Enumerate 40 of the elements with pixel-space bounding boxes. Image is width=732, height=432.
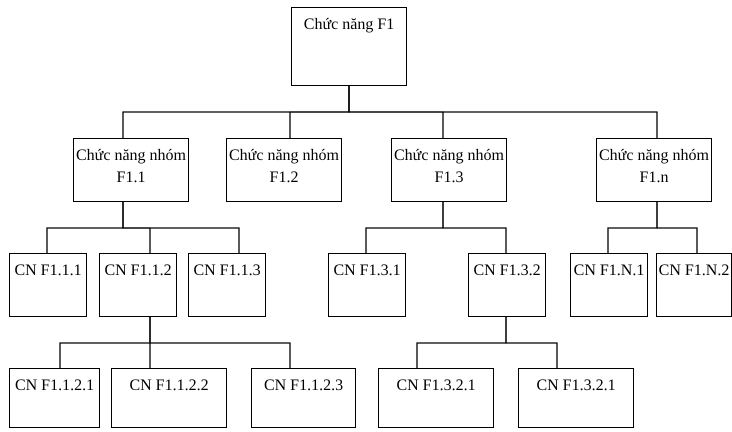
function-label: CN F1.N.1 bbox=[574, 261, 644, 281]
function-label: Chức năng nhóm F1.n bbox=[598, 146, 710, 188]
function-label: CN F1.N.2 bbox=[658, 261, 730, 281]
function-label: Chức năng F1 bbox=[304, 15, 394, 35]
function-box bbox=[570, 253, 648, 317]
function-box bbox=[378, 368, 494, 428]
function-box bbox=[9, 253, 87, 317]
function-label: CN F1.1.3 bbox=[193, 261, 261, 281]
connector-line bbox=[442, 202, 507, 253]
function-box bbox=[9, 368, 100, 428]
connector-line bbox=[348, 86, 658, 138]
connector-line bbox=[505, 317, 558, 368]
function-box bbox=[656, 253, 732, 317]
function-box bbox=[99, 253, 177, 317]
function-box bbox=[188, 253, 266, 317]
function-box bbox=[596, 138, 712, 202]
function-label: CN F1.3.2 bbox=[473, 261, 541, 281]
function-box bbox=[518, 368, 634, 428]
function-box bbox=[391, 138, 507, 202]
function-label: CN F1.3.2.1 bbox=[396, 376, 476, 396]
function-box bbox=[291, 7, 407, 86]
function-box bbox=[73, 138, 189, 202]
function-box bbox=[468, 253, 546, 317]
connector-line bbox=[122, 202, 240, 253]
function-label: Chức năng nhóm F1.1 bbox=[75, 146, 187, 188]
connector-line bbox=[656, 202, 698, 253]
function-label: CN F1.1.2.2 bbox=[129, 376, 209, 396]
function-label: CN F1.1.2.3 bbox=[264, 376, 344, 396]
connector-line bbox=[149, 317, 291, 368]
function-label: CN F1.1.1 bbox=[14, 261, 82, 281]
function-box bbox=[111, 368, 227, 428]
function-box bbox=[251, 368, 356, 428]
function-label: CN F1.1.2 bbox=[104, 261, 172, 281]
function-box bbox=[226, 138, 342, 202]
function-label: CN F1.3.1 bbox=[333, 261, 401, 281]
function-label: Chức năng nhóm F1.2 bbox=[228, 146, 340, 188]
function-label: CN F1.1.2.1 bbox=[14, 376, 94, 396]
function-box bbox=[328, 253, 406, 317]
function-label: Chức năng nhóm F1.3 bbox=[393, 146, 505, 188]
function-label: CN F1.3.2.1 bbox=[536, 376, 616, 396]
